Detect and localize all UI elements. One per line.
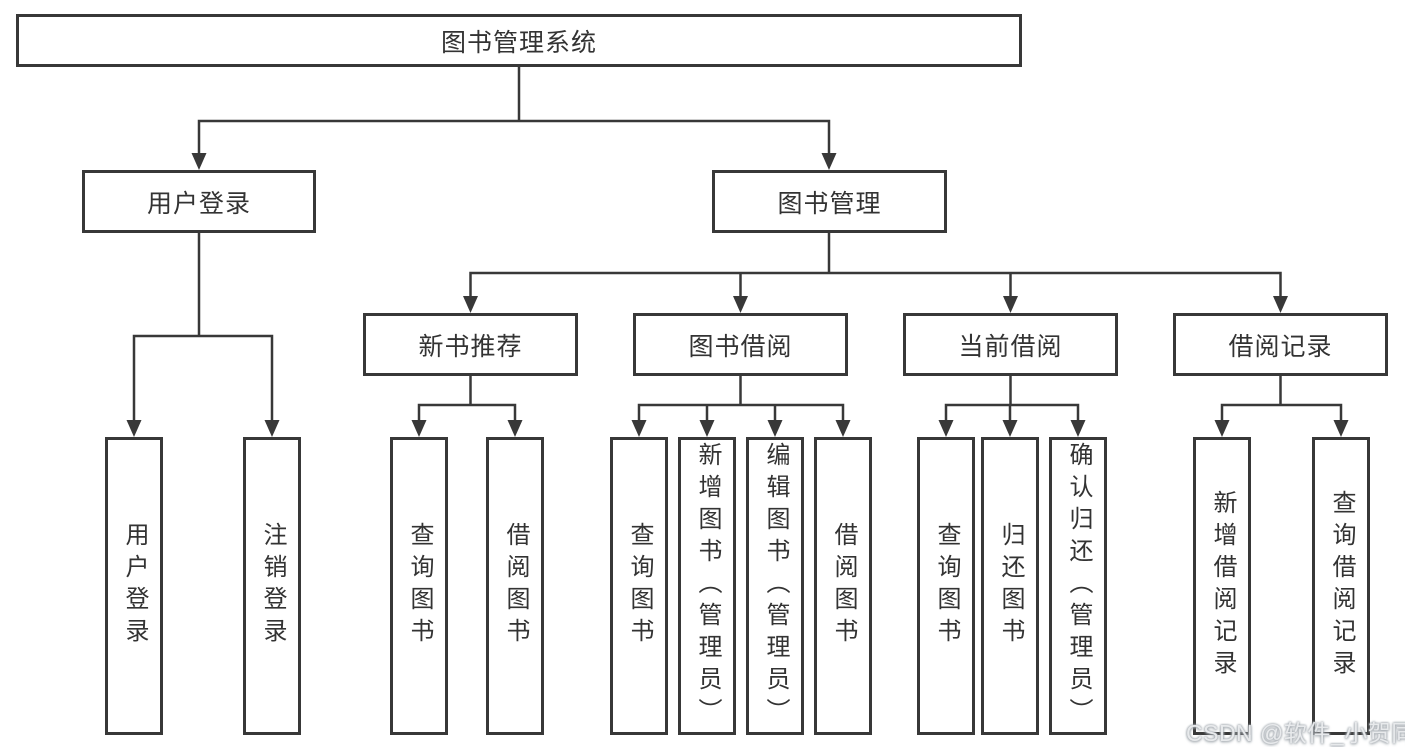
node-label: 新书推荐	[418, 332, 523, 361]
node-label: 用户登录	[146, 189, 251, 218]
leaf-label: 查询图书	[406, 522, 433, 650]
leaf-label: 新增图书（管理员）	[694, 442, 721, 730]
leaf-label: 借阅图书	[830, 522, 857, 650]
leaf-label: 用户登录	[121, 522, 148, 650]
leaf-logout: 注销登录	[243, 437, 301, 735]
node-book-management: 图书管理	[712, 170, 947, 233]
leaf-label: 注销登录	[259, 522, 286, 650]
leaf-borrow-books: 借阅图书	[486, 437, 544, 735]
leaf-query-books: 查询图书	[390, 437, 448, 735]
leaf-add-book-admin: 新增图书（管理员）	[678, 437, 736, 735]
leaf-confirm-return-admin: 确认归还（管理员）	[1049, 437, 1107, 735]
leaf-label: 查询图书	[933, 522, 960, 650]
leaf-user-login: 用户登录	[105, 437, 163, 735]
node-label: 当前借阅	[958, 332, 1063, 361]
node-label: 图书管理	[777, 189, 882, 218]
node-user-login: 用户登录	[82, 170, 316, 233]
leaf-label: 借阅图书	[502, 522, 529, 650]
node-label: 图书借阅	[688, 332, 793, 361]
leaf-edit-book-admin: 编辑图书（管理员）	[746, 437, 804, 735]
node-book-borrowing: 图书借阅	[633, 313, 848, 376]
watermark: CSDN @软件_小贺同学	[1186, 720, 1405, 746]
leaf-label: 编辑图书（管理员）	[762, 442, 789, 730]
leaf-label: 归还图书	[997, 522, 1024, 650]
node-label: 借阅记录	[1228, 332, 1333, 361]
leaf-query-books-2: 查询图书	[610, 437, 668, 735]
leaf-label: 确认归还（管理员）	[1065, 442, 1092, 730]
leaf-label: 新增借阅记录	[1209, 490, 1236, 682]
node-library-management-system: 图书管理系统	[16, 14, 1022, 67]
leaf-add-borrow-record: 新增借阅记录	[1193, 437, 1251, 735]
node-borrowing-records: 借阅记录	[1173, 313, 1388, 376]
node-label: 图书管理系统	[440, 28, 597, 57]
node-new-book-recommendation: 新书推荐	[363, 313, 578, 376]
leaf-label: 查询借阅记录	[1328, 490, 1355, 682]
leaf-label: 查询图书	[626, 522, 653, 650]
leaf-return-books: 归还图书	[981, 437, 1039, 735]
leaf-borrow-books-2: 借阅图书	[814, 437, 872, 735]
leaf-query-books-3: 查询图书	[917, 437, 975, 735]
node-current-borrowing: 当前借阅	[903, 313, 1118, 376]
leaf-query-borrow-record: 查询借阅记录	[1312, 437, 1370, 735]
